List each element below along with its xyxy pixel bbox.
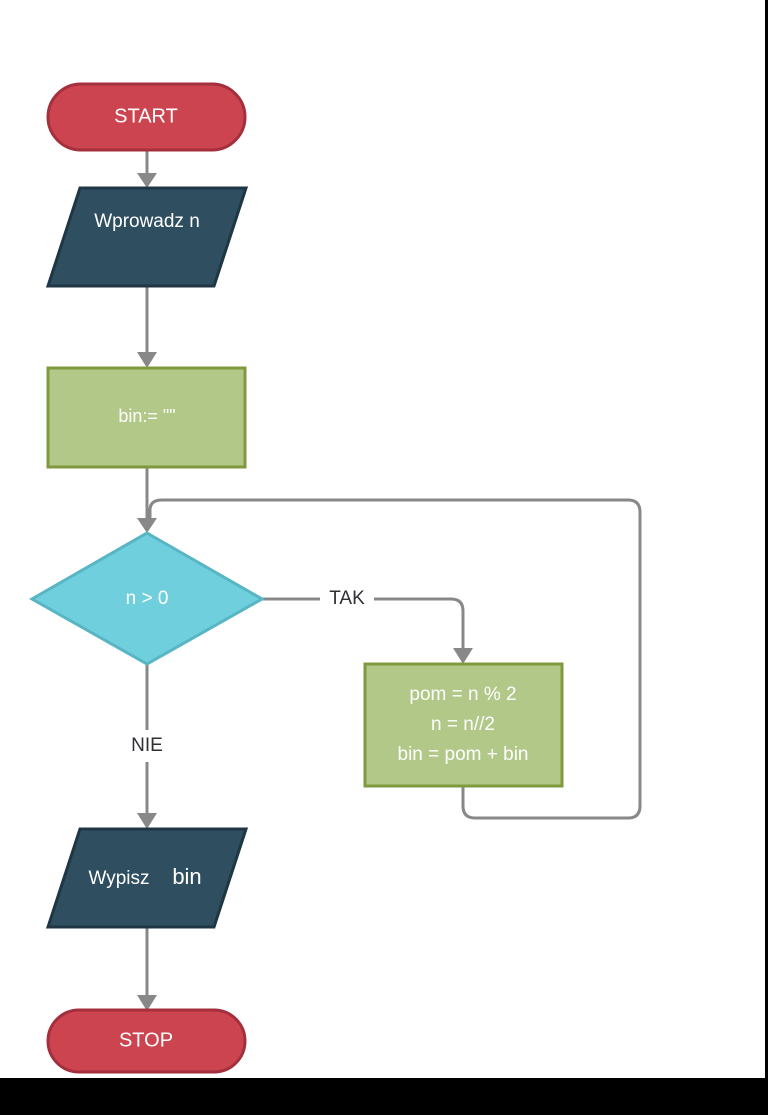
start-label: START [114, 105, 178, 127]
loop-body-line-2: n = n//2 [431, 714, 495, 735]
edge-condition-yes-right [374, 597, 465, 652]
edge-label-no: NIE [131, 735, 163, 756]
edges [137, 150, 642, 1011]
stop-terminal: STOP [46, 1008, 247, 1074]
stop-shape [46, 1008, 247, 1074]
arrowhead-condition-yes [453, 648, 473, 664]
loop-body-line-1: pom = n % 2 [409, 684, 516, 705]
arrowhead-condition-no [137, 813, 157, 829]
start-terminal: START [46, 82, 247, 152]
decision-shape [28, 531, 266, 666]
stop-label: STOP [119, 1029, 173, 1051]
output-label-var: bin [172, 864, 201, 889]
edge-loop-return [148, 498, 642, 820]
decision-node: n > 0 [28, 531, 266, 666]
arrowhead-input-to-init [137, 352, 157, 368]
output-shape [45, 827, 249, 929]
arrowhead-init-to-condition [137, 518, 157, 533]
edge-label-yes: TAK [329, 588, 365, 609]
start-shape [46, 82, 247, 152]
arrowhead-start-to-input [137, 173, 157, 188]
right-frame-line [765, 0, 768, 1080]
init-process-shape [46, 366, 247, 469]
init-process-label: bin:= "" [118, 406, 175, 426]
loop-body-line-3: bin = pom + bin [398, 744, 529, 765]
output-label-main: Wypisz [88, 868, 149, 889]
output-node: Wypisz bin [45, 827, 249, 929]
input-node: Wprowadz n [45, 186, 249, 288]
bottom-black-bar [0, 1078, 768, 1115]
input-label: Wprowadz n [94, 211, 200, 232]
input-shape [45, 186, 249, 288]
loop-body-node: pom = n % 2 n = n//2 bin = pom + bin [363, 662, 564, 788]
decision-label: n > 0 [126, 588, 169, 609]
init-process-node: bin:= "" [46, 366, 247, 469]
loop-body-shape [363, 662, 564, 788]
arrowhead-output-to-stop [137, 995, 157, 1011]
